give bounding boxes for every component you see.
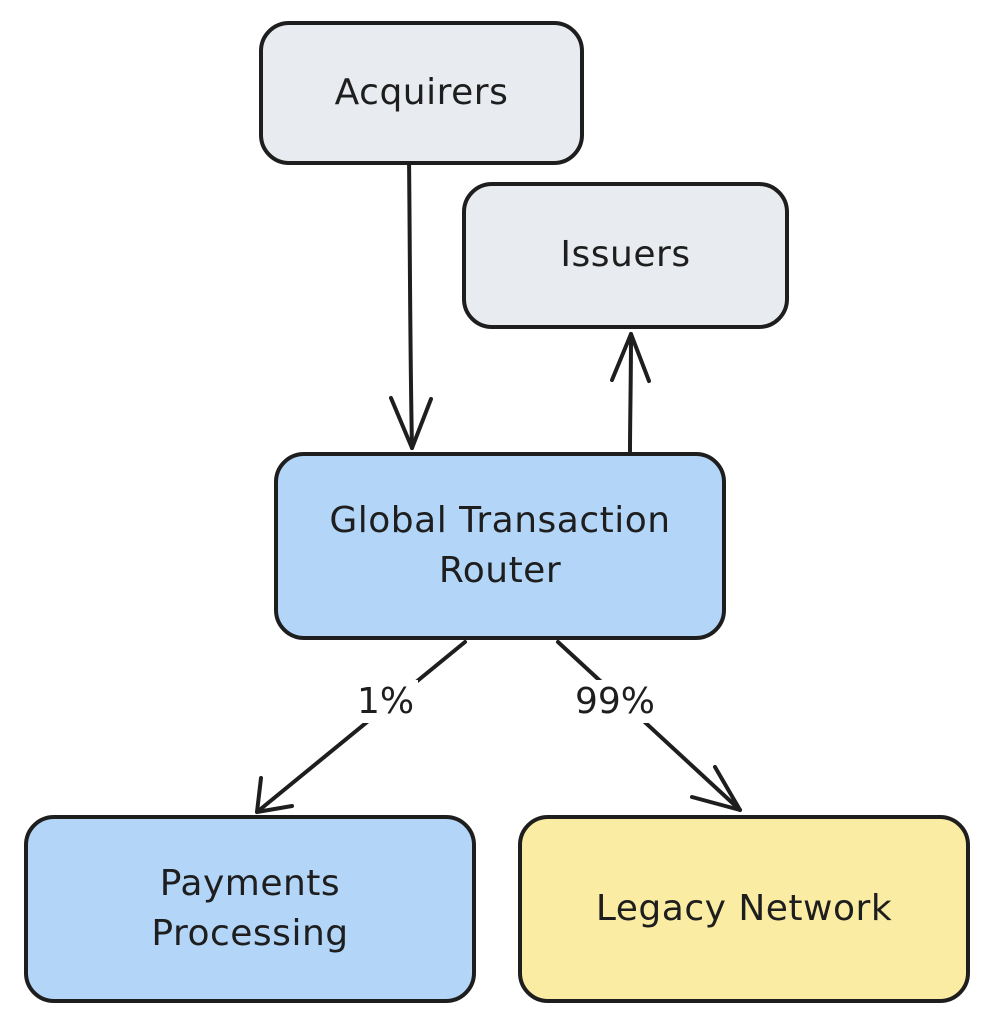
node-global-transaction-router: Global Transaction Router <box>274 452 726 640</box>
node-issuers: Issuers <box>462 182 789 329</box>
edge-label-payments: 1% <box>353 680 419 724</box>
arrow-router-to-payments <box>255 640 467 814</box>
arrow-router-to-issuers <box>610 332 651 453</box>
arrow-router-to-legacy <box>556 640 742 812</box>
edge-label-legacy: 99% <box>571 680 660 724</box>
node-legacy-label: Legacy Network <box>595 887 893 929</box>
node-acquirers: Acquirers <box>259 21 584 165</box>
node-router-label: Global Transaction Router <box>329 499 671 591</box>
node-acquirers-label: Acquirers <box>334 71 509 113</box>
node-legacy-network: Legacy Network <box>518 815 970 1003</box>
arrow-acquirers-to-router <box>389 155 433 450</box>
node-issuers-label: Issuers <box>560 234 691 276</box>
node-payments-processing: Payments Processing <box>24 815 476 1003</box>
node-payments-label: Payments Processing <box>151 862 349 954</box>
